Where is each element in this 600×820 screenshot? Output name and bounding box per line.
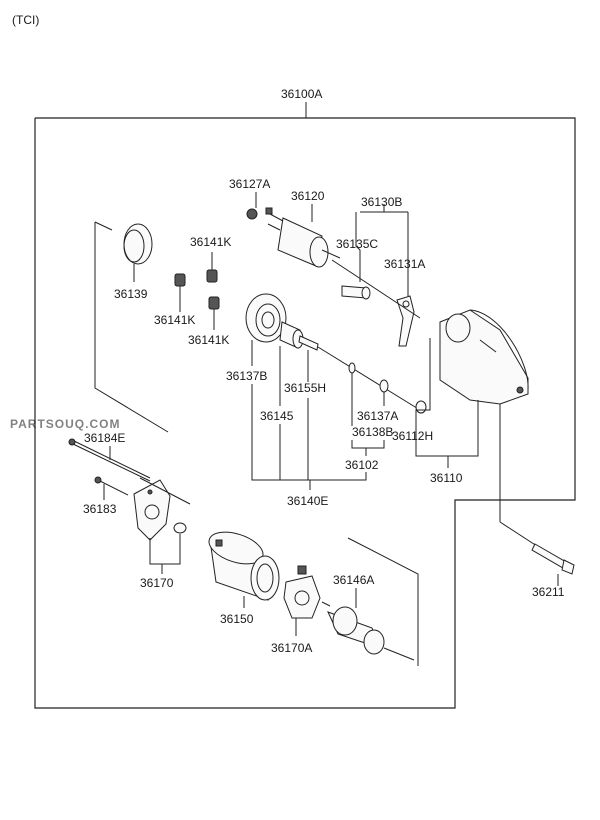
callout-36183[interactable]: 36183 bbox=[83, 502, 117, 516]
guide-left-upper bbox=[94, 222, 169, 433]
shaft-axis-lower bbox=[317, 346, 421, 411]
callout-36138B[interactable]: 36138B bbox=[352, 425, 393, 439]
callout-36137B[interactable]: 36137B bbox=[226, 369, 267, 383]
watermark: PARTSOUQ.COM bbox=[10, 417, 120, 431]
lever-36131A[interactable] bbox=[396, 295, 415, 347]
bracket-36170 bbox=[149, 534, 181, 565]
bracket-36140E bbox=[251, 384, 367, 481]
bracket-36102 bbox=[351, 440, 385, 449]
leader-36135C bbox=[355, 212, 361, 282]
guide-left-lower bbox=[139, 477, 191, 505]
pinion-36145[interactable] bbox=[279, 321, 304, 349]
cover-36139[interactable] bbox=[123, 223, 153, 265]
housing-36110[interactable] bbox=[439, 309, 529, 405]
nut-36127A[interactable] bbox=[246, 208, 258, 220]
ring-36137A[interactable] bbox=[348, 362, 356, 374]
guide-right-lower bbox=[347, 537, 419, 666]
callout-36140E[interactable]: 36140E bbox=[287, 494, 328, 508]
shaft-36155H[interactable] bbox=[298, 335, 319, 351]
plate-36170[interactable] bbox=[133, 479, 171, 541]
callout-36130B[interactable]: 36130B bbox=[361, 195, 402, 209]
yoke-36150[interactable] bbox=[205, 526, 280, 601]
callout-36102[interactable]: 36102 bbox=[345, 458, 379, 472]
leader-36211-diag bbox=[499, 521, 541, 549]
washer-36112H[interactable] bbox=[415, 400, 427, 414]
callout-36131A[interactable]: 36131A bbox=[384, 257, 425, 271]
screw-36183[interactable] bbox=[94, 476, 129, 496]
plunger-36135C[interactable] bbox=[341, 285, 371, 300]
callout-36135C[interactable]: 36135C bbox=[336, 237, 378, 251]
bolt-36184E[interactable] bbox=[68, 438, 151, 482]
stopper-36138B[interactable] bbox=[379, 379, 389, 393]
callout-36146A[interactable]: 36146A bbox=[333, 573, 374, 587]
bushing-36170[interactable] bbox=[173, 522, 187, 534]
callout-36150[interactable]: 36150 bbox=[220, 612, 254, 626]
callout-36127A[interactable]: 36127A bbox=[229, 177, 270, 191]
brushholder-36170A[interactable] bbox=[283, 565, 321, 619]
assembly-label[interactable]: 36100A bbox=[281, 87, 322, 101]
callout-36145[interactable]: 36145 bbox=[260, 409, 294, 423]
callout-36141K-bottom[interactable]: 36141K bbox=[188, 333, 229, 347]
callout-36139[interactable]: 36139 bbox=[114, 287, 148, 301]
callout-36211[interactable]: 36211 bbox=[532, 585, 565, 599]
brush-36141K-top[interactable] bbox=[206, 269, 218, 283]
brush-36141K-bottom[interactable] bbox=[208, 296, 220, 310]
callout-36120[interactable]: 36120 bbox=[291, 189, 325, 203]
guide-tick-left bbox=[94, 221, 113, 231]
bracket-36110 bbox=[415, 338, 479, 457]
callout-36141K-top[interactable]: 36141K bbox=[190, 235, 231, 249]
callout-36155H[interactable]: 36155H bbox=[284, 381, 326, 395]
callout-36137A[interactable]: 36137A bbox=[357, 409, 398, 423]
brush-36141K-left[interactable] bbox=[174, 273, 186, 287]
callout-36110[interactable]: 36110 bbox=[430, 471, 463, 485]
callout-36112H[interactable]: 36112H bbox=[392, 429, 433, 443]
assembly-frame bbox=[34, 117, 576, 709]
clutch-36137B[interactable] bbox=[245, 293, 287, 343]
callout-36184E[interactable]: 36184E bbox=[84, 431, 125, 445]
shaft-axis-upper bbox=[331, 259, 421, 319]
variant-label: (TCI) bbox=[12, 13, 39, 27]
solenoid-36120[interactable] bbox=[265, 207, 341, 268]
bolt-36211[interactable] bbox=[531, 543, 575, 575]
callout-36170[interactable]: 36170 bbox=[140, 576, 174, 590]
callout-36141K-left[interactable]: 36141K bbox=[154, 313, 195, 327]
callout-36170A[interactable]: 36170A bbox=[271, 641, 312, 655]
armature-36146A[interactable] bbox=[321, 601, 415, 661]
